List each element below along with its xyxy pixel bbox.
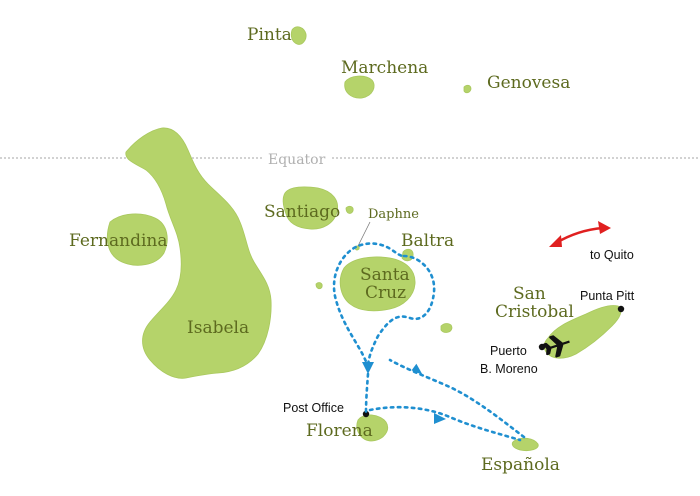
island-fernandina: [106, 213, 168, 266]
label-puerto-2: B. Moreno: [480, 362, 538, 376]
quito-double-arrow: [549, 221, 611, 247]
island-pinta: [290, 26, 307, 45]
label-post-office: Post Office: [283, 401, 344, 415]
route-arrowhead-1: [362, 362, 374, 374]
label-san-cristobal-2: Cristobal: [495, 302, 574, 322]
island-espanola: [511, 437, 539, 452]
island-santiago-islet: [345, 205, 354, 214]
daphne-leader-line: [357, 221, 371, 247]
label-isabela: Isabela: [187, 318, 249, 338]
island-santa-fe: [440, 323, 453, 333]
island-marchena: [344, 75, 375, 99]
island-isabela: [125, 127, 272, 379]
route-arrowhead-2: [411, 363, 423, 375]
label-san-cristobal-1: San: [513, 284, 546, 304]
label-santiago: Santiago: [264, 202, 340, 222]
label-baltra: Baltra: [401, 231, 454, 251]
punta-pitt-marker: [617, 305, 625, 313]
label-puerto-1: Puerto: [490, 344, 527, 358]
cruise-route: [332, 242, 526, 442]
label-espanola: Española: [481, 455, 560, 475]
island-genovesa: [463, 84, 472, 94]
route-espanola-return: [388, 358, 526, 439]
island-san-cristobal: [543, 305, 622, 359]
label-daphne: Daphne: [368, 207, 419, 222]
label-florena: Florena: [306, 421, 373, 441]
label-marchena: Marchena: [341, 58, 428, 78]
island-pinzon: [315, 282, 323, 290]
island-santa-cruz: [339, 256, 416, 312]
label-pinta: Pinta: [247, 25, 292, 45]
route-to-florena: [364, 372, 370, 414]
label-punta-pitt: Punta Pitt: [580, 289, 635, 303]
equator-label-bg: [262, 148, 332, 168]
label-genovesa: Genovesa: [487, 73, 570, 93]
airplane-icon: [543, 335, 570, 358]
label-fernandina: Fernandina: [69, 231, 168, 251]
label-santa-cruz-2: Cruz: [365, 283, 406, 303]
route-florena-espanola: [368, 405, 522, 442]
post-office-marker: [362, 410, 370, 418]
label-to-quito: to Quito: [590, 248, 634, 262]
equator-label: Equator: [268, 152, 326, 168]
island-florena: [356, 414, 389, 442]
island-santiago: [282, 186, 339, 230]
label-santa-cruz-1: Santa: [360, 265, 410, 285]
route-arrowhead-3: [434, 413, 446, 424]
